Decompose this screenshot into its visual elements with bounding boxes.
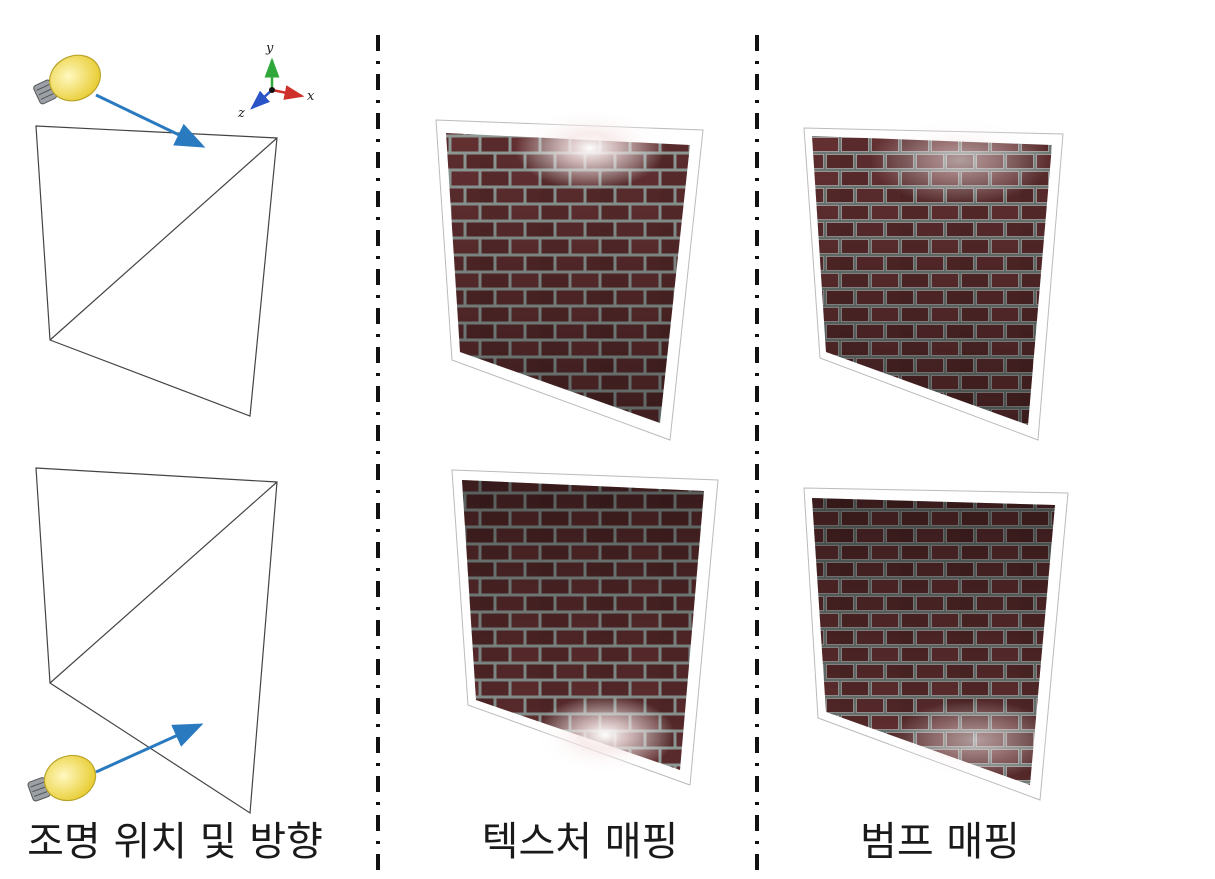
light-bulb-icon-top (33, 54, 101, 105)
axis-z-arrow (250, 89, 273, 110)
light-bulb-icon-bottom (27, 754, 97, 802)
light-direction-arrow-bottom (95, 723, 204, 774)
texture-mapping-bottom-panel (451, 469, 719, 786)
caption-texture-mapping: 텍스처 매핑 (481, 819, 679, 865)
axis-x-label: x (307, 89, 315, 104)
axis-z-label: z (237, 106, 245, 121)
axis-triad: y x z (237, 41, 315, 121)
axis-y-label: y (265, 41, 274, 56)
caption-bump-mapping: 범프 매핑 (860, 819, 1020, 865)
bump-mapping-top-panel (803, 115, 1064, 441)
axis-origin (269, 87, 275, 93)
axis-x-arrow (271, 85, 305, 100)
bump-mapping-bottom-panel (803, 487, 1069, 801)
wireframe-quad-bottom (35, 467, 278, 815)
texture-mapping-top-panel (435, 106, 704, 441)
light-direction-arrow-top (95, 93, 206, 148)
caption-light-position: 조명 위치 및 방향 (27, 819, 323, 865)
wireframe-quad-top (35, 125, 278, 417)
